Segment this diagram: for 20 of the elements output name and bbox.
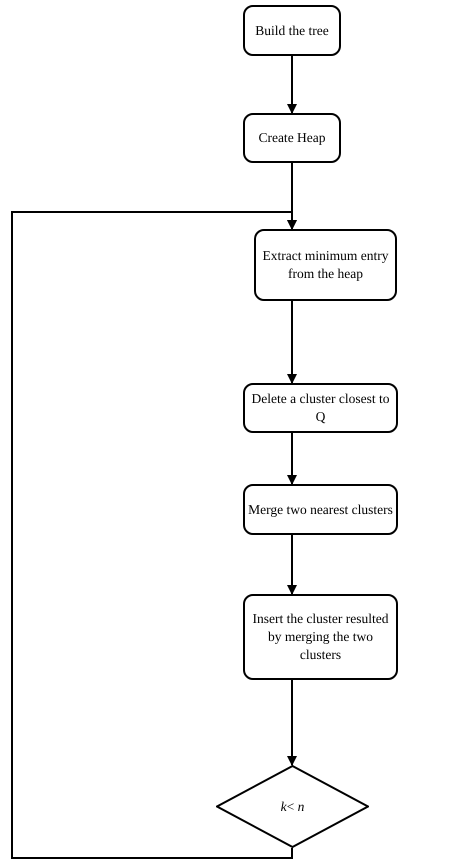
process-box (243, 594, 398, 680)
node-label: Create Heap (258, 129, 326, 147)
arrow (11, 211, 297, 859)
node-label: Delete a cluster closest to Q (250, 390, 390, 426)
arrow (287, 301, 297, 384)
node-label: k< n (280, 798, 304, 816)
process-box (243, 113, 341, 163)
arrow (287, 680, 297, 766)
process-box (254, 229, 397, 301)
process-box (243, 5, 341, 56)
decision-diamond (216, 765, 369, 848)
node-label: Merge two nearest clusters (248, 500, 393, 518)
arrow (287, 535, 297, 595)
node-label: Extract minimum entry from the heap (262, 247, 390, 283)
node-label: Insert the cluster resulted by merging the two clusters (251, 610, 390, 664)
process-box (243, 484, 398, 535)
process-box (243, 383, 398, 433)
arrow (287, 433, 297, 485)
node-label: Build the tree (255, 22, 329, 40)
arrow (287, 56, 297, 114)
